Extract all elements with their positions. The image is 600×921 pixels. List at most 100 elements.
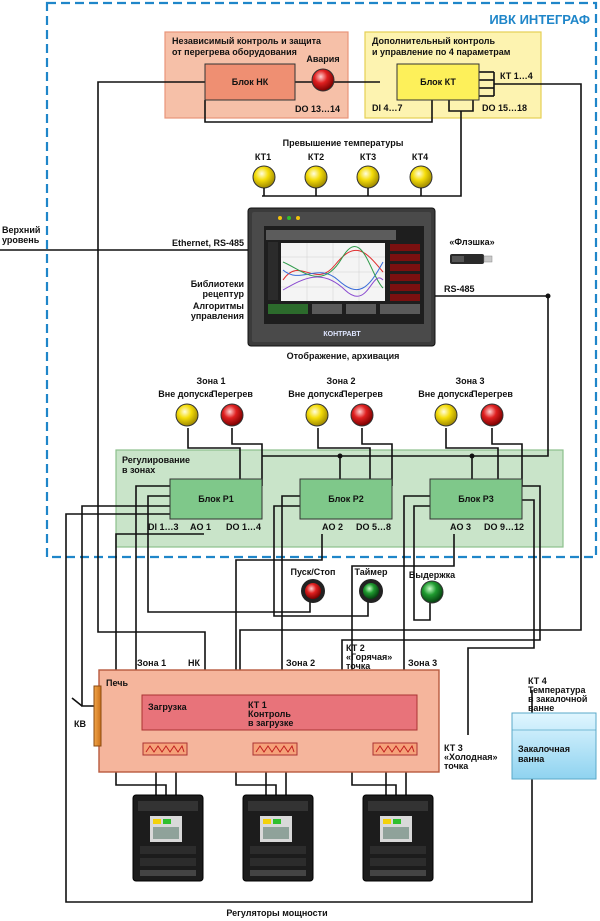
zone-tolerance-lamp (305, 403, 329, 427)
kt2-lamp (304, 165, 328, 189)
p1-ao: AO 1 (190, 522, 211, 532)
frame-title: ИВК ИНТЕГРАФ (489, 12, 590, 27)
p2-label: Блок Р2 (328, 494, 364, 504)
nk-panel-title-2: от перегрева оборудования (172, 47, 297, 57)
regulators-caption: Регуляторы мощности (226, 908, 327, 918)
regulation-title-1: Регулирование (122, 455, 190, 465)
p2-block (299, 478, 393, 520)
quench-bath (511, 712, 597, 780)
power-regulator-icon (132, 794, 204, 882)
kt-in-label: КТ 1…4 (500, 71, 533, 81)
kt1-label-2: Контроль (248, 709, 291, 719)
zone-3: Зона 3 Вне допуска Перегрев (418, 376, 513, 427)
p1-label: Блок Р1 (198, 494, 234, 504)
upper-level-2: уровень (2, 235, 40, 245)
p2-ao: AO 2 (322, 522, 343, 532)
power-regulator-icon (362, 794, 434, 882)
kt4-label-3: в закалочной (528, 694, 587, 704)
wiring (0, 71, 582, 903)
alarm-lamp (311, 68, 335, 92)
kt3-lamp (356, 165, 380, 189)
kt-do-label: DO 15…18 (482, 103, 527, 113)
hold-label: Выдержка (409, 570, 456, 580)
nk-panel-title-1: Независимый контроль и защита (172, 36, 322, 46)
kt3-label-1: КТ 3 (444, 743, 463, 753)
kt-panel-title-2: и управление по 4 параметрам (372, 47, 511, 57)
overheat-lamp-label: КТ2 (308, 152, 324, 162)
zone-tolerance-label: Вне допуска (288, 389, 344, 399)
kt3-label-2: «Холодная» (444, 752, 498, 762)
overheat-lamp-label: КТ4 (412, 152, 428, 162)
load-label: Загрузка (148, 702, 188, 712)
zone-2: Зона 2 Вне допуска Перегрев (288, 376, 383, 427)
kt4-lamp (409, 165, 433, 189)
p3-block (429, 478, 523, 520)
display-caption: Отображение, архивация (287, 351, 400, 361)
p3-ao: AO 3 (450, 522, 471, 532)
kt2-label-2: «Горячая» (346, 652, 392, 662)
kt2-label-3: точка (346, 661, 371, 671)
zone-overheat-label: Перегрев (341, 389, 383, 399)
overheat-lamps: КТ1 КТ2 КТ3 КТ4 (252, 152, 433, 196)
bath-label-2: ванна (518, 754, 545, 764)
recipes-2: рецептур (203, 289, 245, 299)
oven-nk: НК (188, 658, 200, 668)
p3-do: DO 9…12 (484, 522, 524, 532)
heater-icon (142, 742, 188, 756)
ethernet-label: Ethernet, RS-485 (172, 238, 244, 248)
kt-block (396, 63, 480, 101)
zone-tolerance-lamp (434, 403, 458, 427)
kt4-label-2: Температура (528, 685, 587, 695)
upper-level-1: Верхний (2, 225, 40, 235)
kt1-lamp (252, 165, 276, 189)
nk-block-label: Блок НК (232, 77, 269, 87)
p2-do: DO 5…8 (356, 522, 391, 532)
p1-do: DO 1…4 (226, 522, 261, 532)
bath-label-1: Закалочная (518, 744, 570, 754)
zone-tolerance-lamp (175, 403, 199, 427)
oven-zone1: Зона 1 (137, 658, 166, 668)
zone-overheat-lamp (350, 403, 374, 427)
overheat-lamp-label: КТ3 (360, 152, 376, 162)
oven-zone2: Зона 2 (286, 658, 315, 668)
algos-2: управления (191, 311, 244, 321)
kt4-label-1: КТ 4 (528, 676, 547, 686)
timer-lamp (359, 579, 383, 603)
zone-tolerance-label: Вне допуска (418, 389, 474, 399)
kt3-label-3: точка (444, 761, 469, 771)
zone-title: Зона 2 (326, 376, 355, 386)
oven-title: Печь (106, 678, 128, 688)
load-area (141, 694, 418, 731)
hold-lamp (420, 580, 444, 604)
heater-icon (372, 742, 418, 756)
kt2-label-1: КТ 2 (346, 643, 365, 653)
kt1-label-1: КТ 1 (248, 700, 267, 710)
zone-tolerance-label: Вне допуска (158, 389, 214, 399)
kv-switch (93, 685, 102, 747)
overheat-title: Превышение температуры (283, 138, 404, 148)
operator-panel: КОНТРАВТ (247, 207, 436, 347)
flash-label: «Флэшка» (449, 237, 494, 247)
nk-do-label: DO 13…14 (295, 104, 340, 114)
kv-label: КВ (74, 719, 86, 729)
p1-di: DI 1…3 (148, 522, 179, 532)
alarm-label: Авария (306, 54, 339, 64)
heater-icon (252, 742, 298, 756)
nk-block (204, 63, 296, 101)
oven-zone3: Зона 3 (408, 658, 437, 668)
start-stop-lamp (301, 579, 325, 603)
zone-1: Зона 1 Вне допуска Перегрев (158, 376, 253, 427)
kt-block-label: Блок КТ (420, 77, 456, 87)
kt-panel-title-1: Дополнительный контроль (372, 36, 495, 46)
zone-title: Зона 1 (196, 376, 225, 386)
overheat-lamp-label: КТ1 (255, 152, 271, 162)
recipes-1: Библиотеки (191, 279, 244, 289)
usb-stick-icon (450, 254, 493, 264)
start-stop-label: Пуск/Стоп (291, 567, 336, 577)
kt4-label-4: ванне (528, 703, 554, 713)
timer-label: Таймер (355, 567, 388, 577)
zone-overheat-label: Перегрев (471, 389, 513, 399)
zone-overheat-lamp (480, 403, 504, 427)
